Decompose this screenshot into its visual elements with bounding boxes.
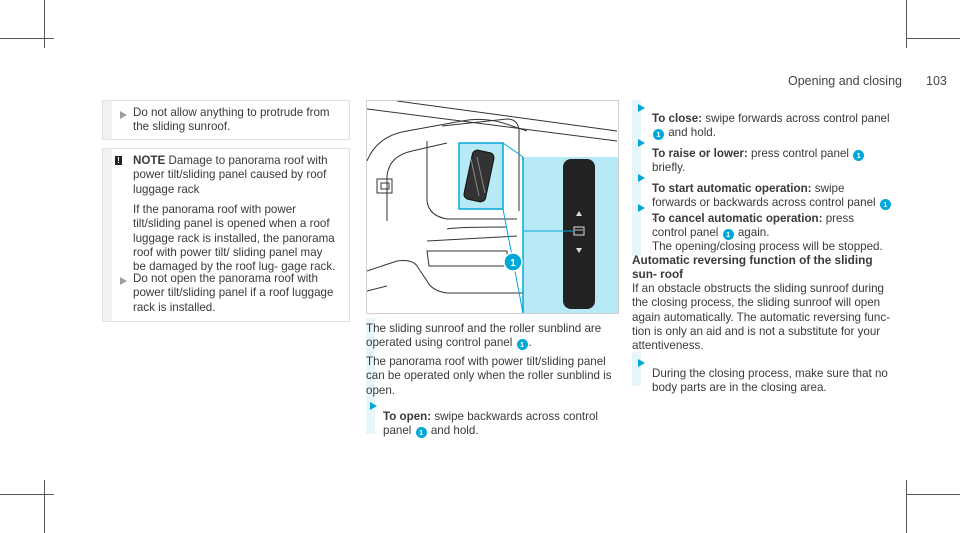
instruction-text: Do not allow anything to protrude from t…	[133, 106, 330, 134]
arrow-right-icon	[638, 104, 645, 112]
para-text: .	[528, 336, 532, 350]
step-text: press control panel	[751, 146, 849, 160]
step-start-automatic: To start automatic operation: swipe forw…	[652, 182, 892, 225]
left-margin-strip	[366, 318, 375, 434]
step-text: and hold.	[668, 125, 716, 139]
step-text: and hold.	[430, 423, 479, 437]
crop-mark	[0, 38, 54, 39]
step-text: briefly.	[652, 160, 686, 174]
step-text: swipe backwards across control panel	[383, 409, 598, 437]
note-step: Do not open the panorama roof with power…	[133, 272, 334, 314]
sunroof-figure: 1	[366, 100, 619, 314]
para-text: The sliding sunroof and the roller sunbl…	[366, 322, 602, 350]
callout-number-icon: 1	[879, 198, 891, 210]
arrow-right-icon	[638, 174, 645, 182]
crop-mark	[44, 0, 45, 48]
instruction-box: Do not allow anything to protrude from t…	[102, 100, 350, 140]
middle-para-1: The sliding sunroof and the roller sunbl…	[366, 322, 618, 351]
arrow-right-icon	[120, 111, 127, 119]
step-label: To cancel automatic operation:	[652, 211, 823, 225]
step-text: swipe forwards across control panel	[705, 111, 890, 125]
arrow-right-icon	[638, 204, 645, 212]
overhead-console-illustration: 1	[367, 101, 618, 313]
warning-icon: !	[115, 156, 122, 165]
step-cancel-automatic: To cancel automatic operation: press con…	[652, 212, 892, 255]
step-text: .	[652, 210, 656, 224]
callout-number-icon: 1	[653, 128, 664, 140]
step-label: To open:	[383, 409, 432, 423]
figure-callout: 1	[510, 258, 516, 269]
left-margin-strip	[632, 352, 641, 386]
note-body: If the panorama roof with power tilt/sli…	[133, 203, 336, 274]
running-header: Opening and closing	[788, 74, 902, 88]
crop-mark	[906, 38, 960, 39]
callout-number-icon: 1	[516, 339, 528, 351]
step-final: During the closing process, make sure th…	[652, 366, 888, 394]
crop-mark	[0, 494, 54, 495]
arrow-right-icon	[120, 277, 127, 285]
callout-number-icon: 1	[415, 426, 427, 438]
crop-mark	[906, 480, 907, 533]
step-raise-lower: To raise or lower: press control panel 1…	[652, 147, 892, 176]
callout-number-icon: 1	[722, 228, 734, 240]
step-text: The opening/closing process will be stop…	[652, 240, 883, 254]
note-heading-text: Damage to panorama roof with power tilt/…	[133, 154, 328, 196]
step-text: press control panel	[652, 211, 855, 239]
crop-mark	[44, 480, 45, 533]
note-heading: NOTE Damage to panorama roof with power …	[133, 154, 338, 197]
note-label: NOTE	[133, 154, 166, 167]
step-open: To open: swipe backwards across control …	[383, 410, 613, 439]
arrow-right-icon	[638, 139, 645, 147]
left-margin-strip	[632, 100, 641, 256]
callout-number-icon	[503, 252, 523, 272]
box-strip	[103, 149, 112, 321]
step-close: To close: swipe forwards across control …	[652, 112, 892, 141]
step-text: swipe forwards or backwards across contr…	[652, 181, 876, 209]
crop-mark	[906, 0, 907, 48]
note-box: ! NOTE Damage to panorama roof with powe…	[102, 148, 350, 322]
arrow-right-icon	[638, 359, 645, 367]
callout-number-icon: 1	[853, 149, 865, 161]
arrow-right-icon	[370, 402, 377, 410]
middle-para-2: The panorama roof with power tilt/slidin…	[366, 355, 612, 397]
step-text: again.	[737, 225, 770, 239]
box-strip	[103, 101, 112, 139]
section-paragraph: If an obstacle obstructs the sliding sun…	[632, 282, 890, 353]
step-label: To close:	[652, 111, 703, 125]
section-heading: Automatic reversing function of the slid…	[632, 253, 873, 282]
step-label: To start automatic operation:	[652, 181, 812, 195]
crop-mark	[906, 494, 960, 495]
page-number: 103	[926, 74, 947, 88]
step-label: To raise or lower:	[652, 146, 748, 160]
